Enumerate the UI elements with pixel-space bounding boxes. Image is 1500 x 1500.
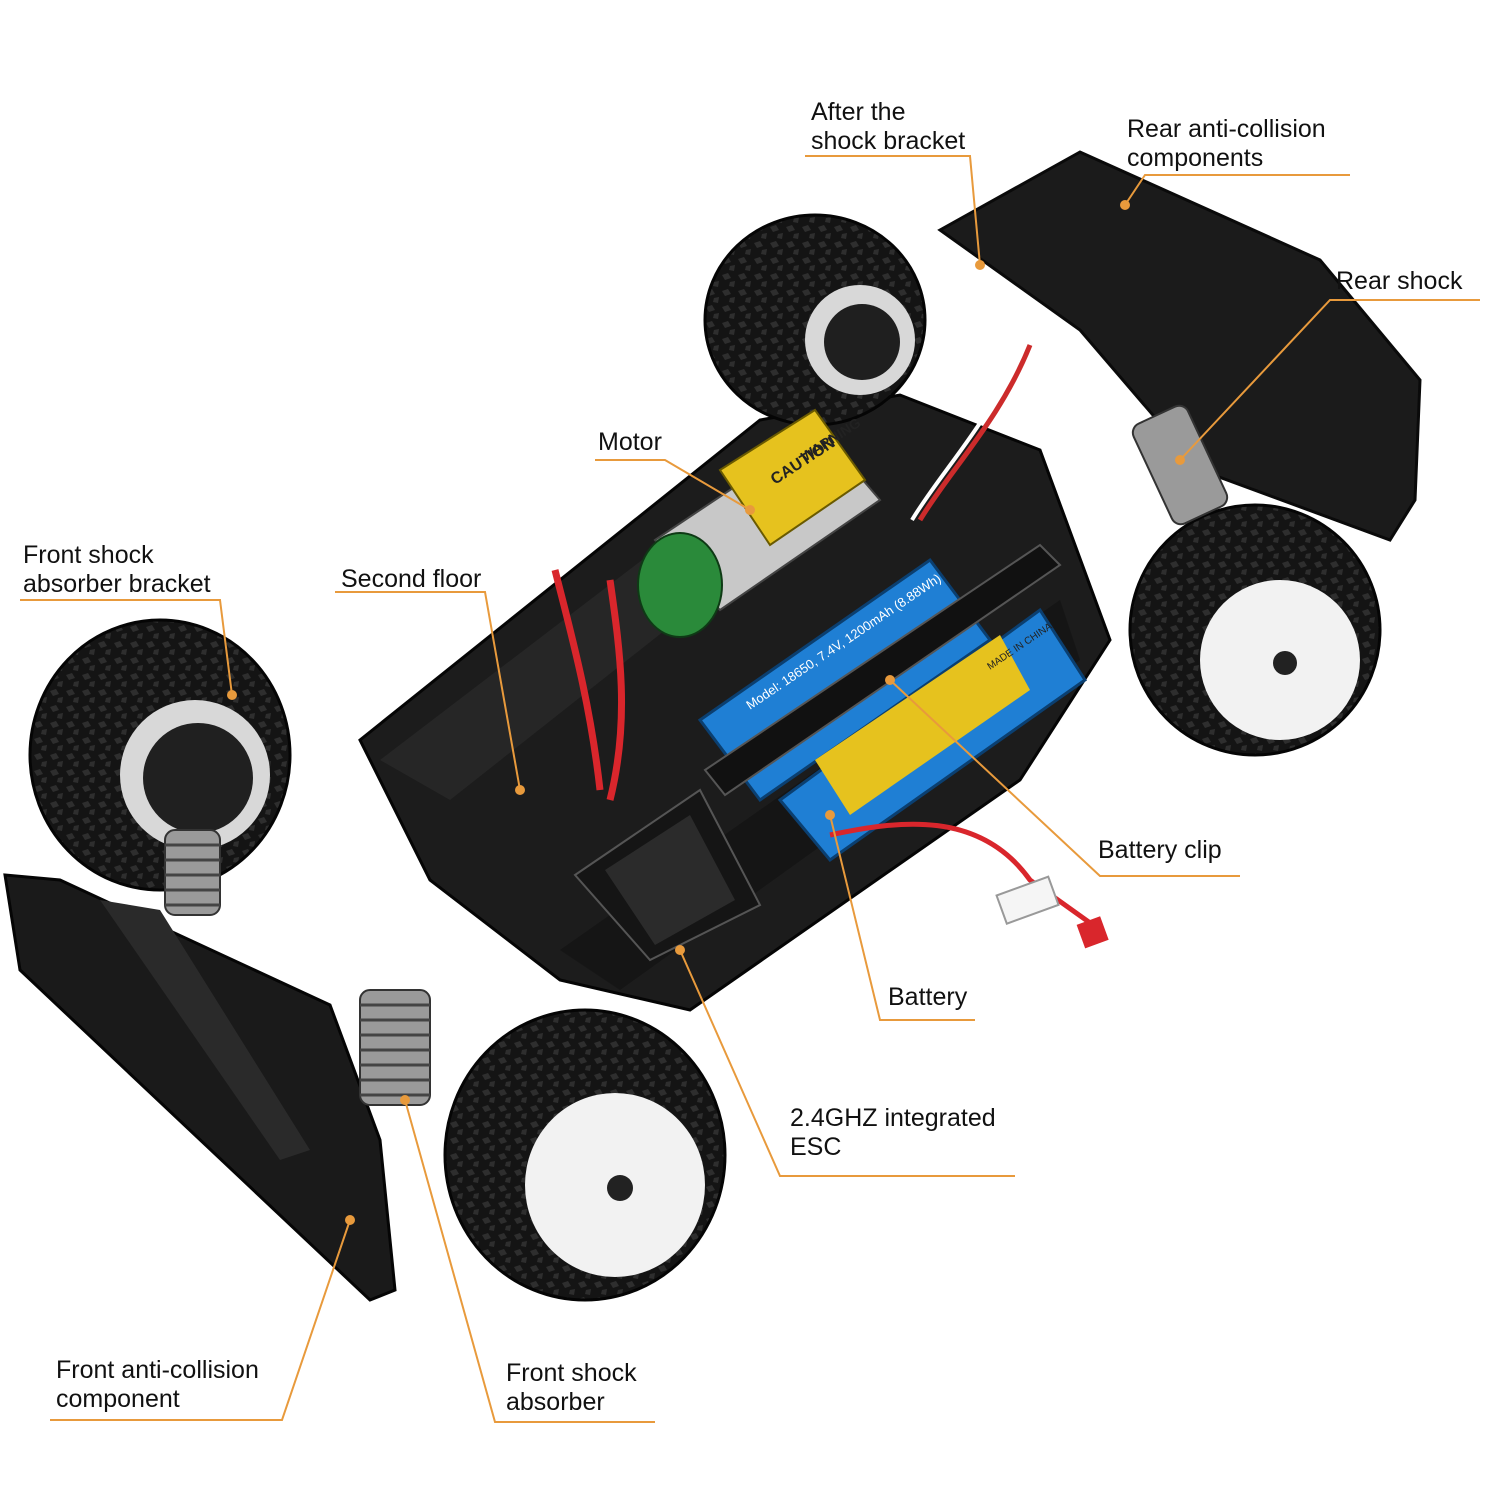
rear-bumper-shape	[937, 150, 1422, 542]
label-rear-anti-collision: Rear anti-collision components	[1127, 115, 1326, 172]
leader-after-shock-bracket	[805, 155, 981, 266]
label-battery: Battery	[888, 983, 968, 1011]
label-esc: 2.4GHZ integrated ESC	[790, 1104, 996, 1161]
label-battery-clip: Battery clip	[1098, 836, 1222, 864]
jst-connector	[1076, 916, 1109, 949]
rear-right-wheel	[1128, 503, 1382, 757]
label-front-shock: Front shock absorber	[506, 1359, 637, 1416]
leader-esc	[679, 949, 1015, 1177]
front-left-shock-spring	[164, 829, 221, 916]
leader-second-floor	[335, 591, 521, 791]
label-front-shock-bracket: Front shock absorber bracket	[23, 541, 211, 598]
leader-front-shock	[404, 1099, 655, 1423]
leader-lines	[20, 155, 1480, 1423]
label-motor: Motor	[598, 428, 662, 456]
front-shock-spring	[359, 989, 431, 1106]
battery-connector	[995, 875, 1060, 925]
rear-servo-wire	[917, 344, 1033, 522]
leader-battery	[829, 814, 975, 1021]
label-front-anti-collision: Front anti-collision component	[56, 1356, 259, 1413]
leader-front-shock-bracket	[20, 599, 233, 696]
leader-battery-clip	[889, 679, 1240, 877]
rear-left-wheel	[703, 213, 927, 427]
front-bumper-shape	[3, 873, 397, 1302]
leader-motor	[595, 459, 751, 511]
front-left-wheel	[28, 618, 292, 892]
leader-rear-anti-collision	[1124, 174, 1350, 206]
leader-rear-shock	[1179, 299, 1480, 461]
esc-board	[573, 788, 762, 962]
leader-front-anti-collision	[50, 1219, 351, 1421]
battery-clip-bar	[703, 543, 1062, 797]
leader-endpoints	[227, 200, 1185, 1225]
battery-lead	[829, 821, 1102, 933]
label-rear-shock: Rear shock	[1336, 267, 1463, 295]
label-second-floor: Second floor	[341, 565, 482, 593]
front-right-wheel	[443, 1008, 727, 1302]
label-after-shock-bracket: After the shock bracket	[811, 98, 966, 155]
red-wires	[551, 569, 626, 801]
